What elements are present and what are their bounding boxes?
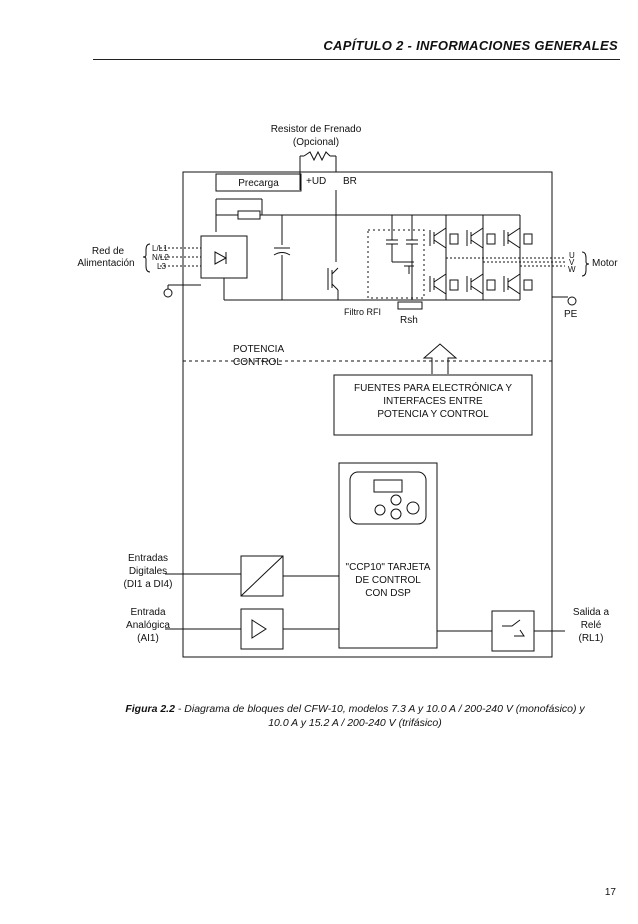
pe-label: PE bbox=[564, 309, 578, 320]
output-v-label: V bbox=[569, 258, 575, 267]
input-l2-label: N/L2 bbox=[152, 253, 169, 262]
control-board-box bbox=[338, 462, 438, 649]
interface-arrow bbox=[422, 343, 458, 374]
power-section-label: POTENCIA bbox=[233, 344, 285, 355]
power-supplies-box bbox=[333, 374, 533, 436]
rfi-filter-label: Filtro RFI bbox=[344, 307, 381, 317]
output-brace bbox=[581, 251, 590, 277]
chapter-header: CAPÍTULO 2 - INFORMACIONES GENERALES bbox=[323, 38, 618, 53]
precharge-box bbox=[215, 173, 302, 192]
power-supplies-line2: INTERFACES ENTRE bbox=[383, 396, 483, 407]
ground-right bbox=[567, 296, 577, 306]
analog-input-line3: (AI1) bbox=[137, 633, 159, 644]
rfi-filter-box bbox=[367, 229, 425, 299]
input-l3-label: L3 bbox=[157, 262, 166, 271]
plus-ud-label: +UD bbox=[306, 176, 327, 187]
relay-output-line3: (RL1) bbox=[578, 633, 604, 644]
control-section-label: CONTROL bbox=[233, 357, 282, 368]
input-brace bbox=[142, 243, 151, 273]
digital-inputs-line2: Digitales bbox=[128, 566, 168, 577]
keypad-display bbox=[373, 479, 403, 493]
rsh-label: Rsh bbox=[400, 315, 418, 326]
figure-caption: Figura 2.2 - Diagrama de bloques del CFW… bbox=[95, 702, 615, 730]
header-rule bbox=[93, 59, 620, 60]
control-board-line1: "CCP10" TARJETA bbox=[345, 562, 431, 573]
page-number: 17 bbox=[604, 887, 616, 898]
figure-label: Figura 2.2 bbox=[125, 703, 175, 715]
brake-resistor-label: Resistor de Frenado bbox=[270, 124, 362, 135]
analog-input-line1: Entrada bbox=[130, 607, 166, 618]
figure-caption-text-line2: 10.0 A y 15.2 A / 200-240 V (trifásico) bbox=[268, 717, 442, 729]
brake-resistor-symbol bbox=[303, 150, 331, 162]
shunt-resistor bbox=[397, 301, 423, 310]
ground-left bbox=[163, 288, 173, 298]
relay-output-block bbox=[491, 610, 535, 652]
control-board-line3: CON DSP bbox=[365, 588, 411, 599]
output-u-label: U bbox=[569, 251, 575, 260]
power-supplies-line3: POTENCIA Y CONTROL bbox=[377, 409, 489, 420]
control-board-line2: DE CONTROL bbox=[355, 575, 421, 586]
brake-resistor-optional-label: (Opcional) bbox=[292, 137, 340, 148]
analog-input-line2: Analógica bbox=[126, 620, 170, 631]
analog-input-block bbox=[240, 608, 284, 650]
digital-inputs-line1: Entradas bbox=[127, 553, 169, 564]
figure-caption-text: - Diagrama de bloques del CFW-10, modelo… bbox=[174, 703, 585, 715]
br-label: BR bbox=[343, 176, 357, 187]
supply-label-line2: Alimentación bbox=[77, 258, 135, 269]
precharge-label: Precarga bbox=[238, 178, 279, 189]
supply-label-line1: Red de bbox=[91, 246, 125, 257]
relay-output-line2: Relé bbox=[580, 620, 602, 631]
power-supplies-line1: FUENTES PARA ELECTRÓNICA Y bbox=[353, 383, 512, 394]
motor-label: Motor bbox=[592, 258, 618, 269]
keypad-outline bbox=[349, 471, 427, 525]
relay-output-line1: Salida a bbox=[572, 607, 610, 618]
input-l1-label: L/L1 bbox=[152, 244, 168, 253]
digital-inputs-line3: (DI1 a DI4) bbox=[123, 579, 173, 590]
drive-enclosure bbox=[182, 171, 553, 658]
precharge-resistor bbox=[237, 210, 261, 220]
inverter-bridge bbox=[429, 215, 533, 300]
output-w-label: W bbox=[568, 265, 576, 274]
